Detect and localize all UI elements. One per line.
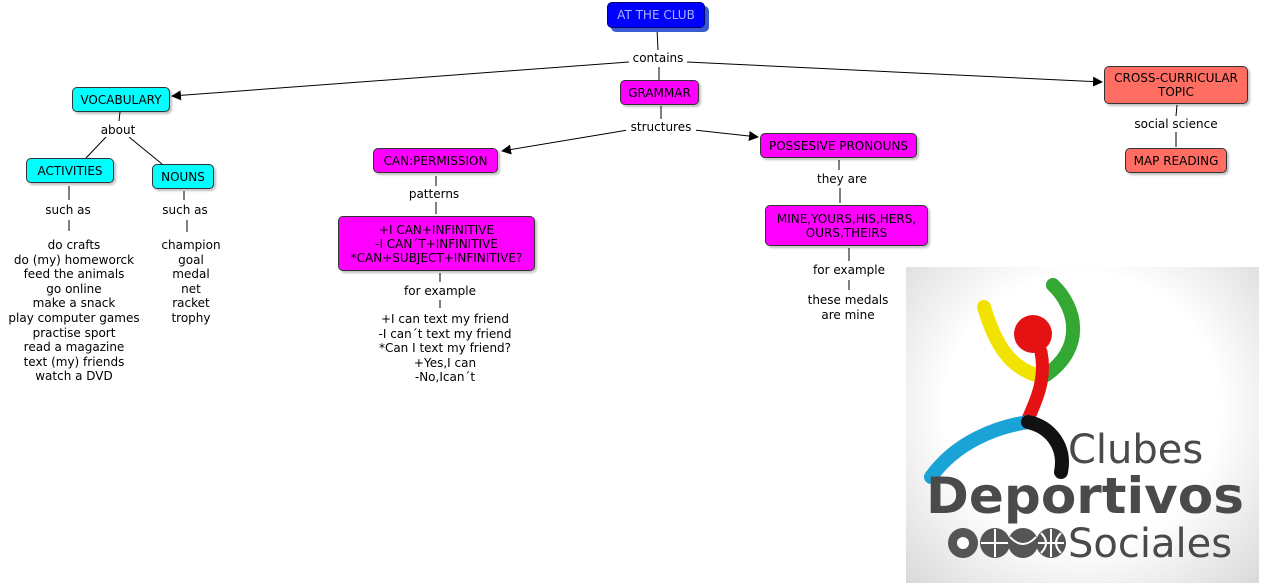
link-contains: contains	[629, 51, 687, 65]
link-social-science: social science	[1131, 117, 1221, 131]
pattern-line: -I CAN´T+INFINITIVE	[375, 236, 498, 251]
list-item: play computer games	[8, 310, 140, 325]
logo-text-clubes: Clubes	[1068, 427, 1203, 473]
can-permission-node[interactable]: CAN:PERMISSION	[373, 148, 498, 173]
list-item: go online	[46, 281, 102, 296]
list-item: *Can I text my friend?	[378, 341, 512, 356]
activities-label: ACTIVITIES	[37, 163, 103, 178]
logo-text-sociales: Sociales	[1068, 521, 1232, 567]
logo-stroke-yellow	[977, 300, 1043, 382]
link-such-as-nouns: such as	[155, 203, 215, 217]
list-item: do crafts	[47, 238, 101, 252]
nouns-label: NOUNS	[161, 169, 205, 184]
pronoun-examples: these medals are mine	[795, 293, 901, 322]
clubes-deportivos-logo: Clubes Deportivos Sociales	[906, 267, 1259, 583]
list-item: are mine	[821, 307, 875, 322]
root-node[interactable]: AT THE CLUB	[607, 2, 705, 28]
can-permission-label: CAN:PERMISSION	[383, 153, 488, 168]
link-structures: structures	[626, 120, 696, 134]
can-patterns-node[interactable]: +I CAN+INFINITIVE -I CAN´T+INFINITIVE *C…	[338, 216, 535, 271]
map-reading-node[interactable]: MAP READING	[1125, 148, 1227, 173]
root-label: AT THE CLUB	[617, 8, 695, 22]
map-reading-label: MAP READING	[1133, 153, 1219, 168]
list-item: trophy	[171, 310, 211, 325]
list-item: do (my) homeworck	[13, 252, 135, 267]
logo-text-deportivos: Deportivos	[926, 467, 1244, 525]
ball-icon	[980, 528, 1010, 558]
possesive-pronouns-label: POSSESIVE PRONOUNS	[768, 138, 909, 153]
list-item: goal	[178, 252, 204, 267]
pronoun-line: MINE,YOURS,HIS,HERS,	[776, 211, 917, 226]
pattern-line: +I CAN+INFINITIVE	[378, 222, 495, 237]
logo-stroke-red	[1021, 345, 1050, 426]
logo-head	[1014, 315, 1052, 353]
list-item: -I can´t text my friend	[378, 326, 512, 341]
cross-label-line: TOPIC	[1158, 85, 1194, 99]
list-item: feed the animals	[23, 267, 125, 282]
link-they-are: they are	[810, 172, 874, 186]
nouns-node[interactable]: NOUNS	[152, 164, 214, 189]
list-item: -No,Ican´t	[414, 370, 476, 385]
ball-icon	[1036, 528, 1066, 558]
pattern-line: *CAN+SUBJECT+INFINITIVE?	[350, 250, 523, 265]
logo-graphic: Clubes Deportivos Sociales	[924, 278, 1244, 567]
ball-icon	[948, 528, 978, 558]
link-such-as-activities: such as	[38, 203, 98, 217]
logo-stroke-blue	[924, 415, 1035, 484]
sport-balls	[948, 528, 1066, 558]
grammar-node[interactable]: GRAMMAR	[620, 80, 699, 105]
list-item: these medals	[807, 293, 889, 307]
list-item: read a magazine	[23, 340, 125, 355]
logo-stroke-black	[1021, 415, 1069, 479]
grammar-label: GRAMMAR	[628, 85, 691, 100]
can-examples: +I can text my friend -I can´t text my f…	[350, 312, 540, 385]
possesive-pronouns-node[interactable]: POSSESIVE PRONOUNS	[760, 133, 917, 158]
list-item: text (my) friends	[23, 354, 125, 369]
nouns-list: champion goal medal net racket trophy	[150, 238, 232, 326]
list-item: +Yes,I can	[413, 355, 477, 370]
list-item: champion	[161, 238, 221, 252]
activities-node[interactable]: ACTIVITIES	[26, 158, 114, 183]
list-item: racket	[172, 296, 210, 311]
list-item: watch a DVD	[35, 369, 113, 384]
list-item: +I can text my friend	[381, 312, 509, 326]
activities-list: do crafts do (my) homeworck feed the ani…	[0, 238, 148, 384]
list-item: practise sport	[32, 325, 116, 340]
list-item: medal	[172, 267, 210, 282]
cross-curricular-node[interactable]: CROSS-CURRICULAR TOPIC	[1104, 66, 1248, 104]
vocabulary-label: VOCABULARY	[80, 92, 162, 107]
vocabulary-node[interactable]: VOCABULARY	[72, 87, 170, 112]
link-for-example-can: for example	[398, 284, 482, 298]
pronoun-list-node[interactable]: MINE,YOURS,HIS,HERS, OURS,THEIRS	[765, 205, 928, 246]
link-patterns: patterns	[402, 187, 466, 201]
list-item: make a snack	[32, 296, 116, 311]
list-item: net	[181, 281, 201, 296]
logo-stroke-green	[1039, 278, 1081, 382]
pronoun-line: OURS,THEIRS	[805, 225, 888, 240]
cross-label-line: CROSS-CURRICULAR	[1114, 71, 1238, 85]
ball-icon	[1008, 528, 1038, 558]
link-for-example-pronouns: for example	[807, 263, 891, 277]
link-about: about	[96, 123, 140, 137]
